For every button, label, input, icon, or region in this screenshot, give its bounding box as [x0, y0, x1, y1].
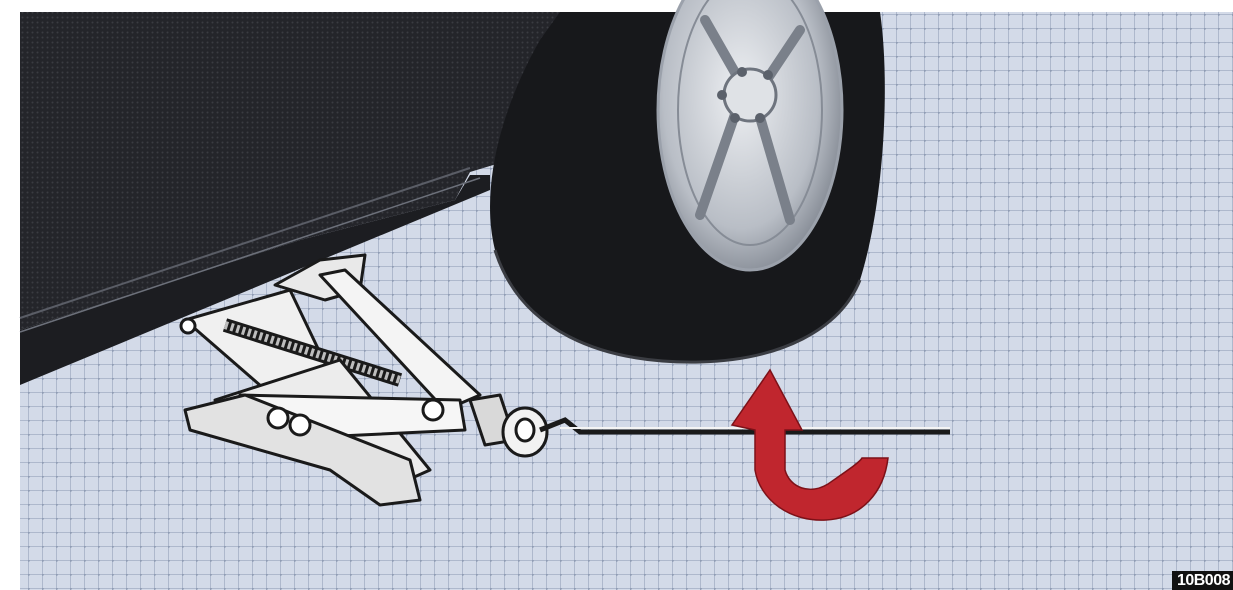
figure-code: 10B008 [1172, 571, 1233, 590]
wheel [490, 0, 885, 362]
